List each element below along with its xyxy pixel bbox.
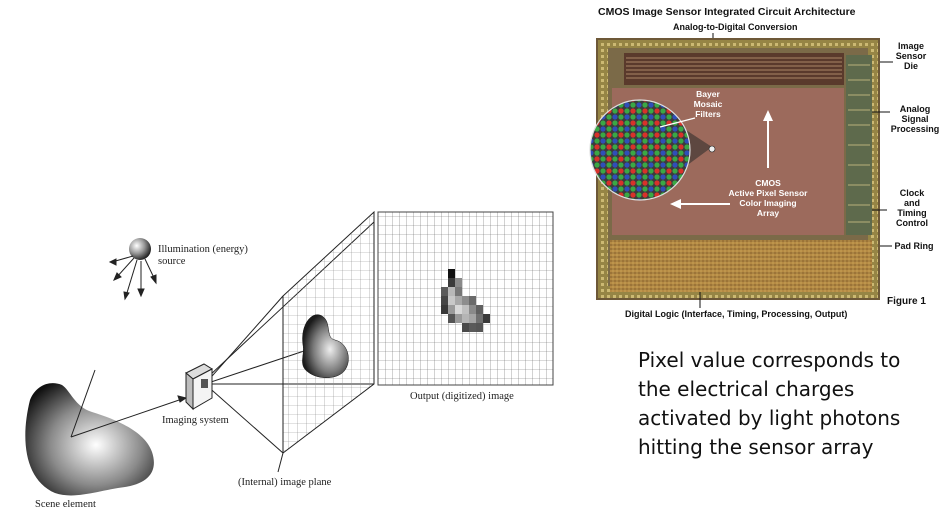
pad-ring-label: Pad Ring bbox=[894, 241, 933, 251]
imaging-system-label: Imaging system bbox=[162, 415, 229, 426]
caption-line-4: hitting the sensor array bbox=[638, 435, 874, 459]
image-plane bbox=[282, 210, 375, 455]
clock-label-line3: Timing bbox=[897, 208, 926, 218]
illumination-label-line2: source bbox=[158, 256, 186, 267]
bayer-label-line2: Mosaic bbox=[694, 99, 723, 109]
caption-text: Pixel value corresponds to the electrica… bbox=[638, 346, 938, 462]
analog-label-line2: Signal bbox=[901, 114, 928, 124]
clock-label-line2: and bbox=[904, 198, 920, 208]
die-label-line2: Sensor bbox=[896, 51, 927, 61]
digital-logic-block bbox=[610, 240, 872, 292]
caption-line-2: the electrical charges bbox=[638, 377, 855, 401]
cmos-label-line1: CMOS bbox=[755, 178, 781, 188]
illumination-label: Illumination (energy) bbox=[158, 244, 248, 255]
cmos-label-line2: Active Pixel Sensor bbox=[729, 188, 809, 198]
bayer-label-line3: Filters bbox=[695, 109, 721, 119]
imaging-system-icon bbox=[185, 363, 214, 411]
adc-label: Analog-to-Digital Conversion bbox=[673, 22, 798, 32]
cmos-label-line3: Color Imaging bbox=[739, 198, 796, 208]
scene-element-shape bbox=[25, 383, 154, 496]
scene-element-label: Scene element bbox=[35, 499, 96, 510]
image-plane-label: (Internal) image plane bbox=[238, 477, 332, 488]
output-image-grid bbox=[377, 211, 554, 386]
figure-label: Figure 1 bbox=[887, 296, 926, 307]
analog-label-line1: Analog bbox=[900, 104, 931, 114]
die-label-line1: Image bbox=[898, 41, 924, 51]
clock-label-line1: Clock bbox=[900, 188, 926, 198]
die-label-line3: Die bbox=[904, 61, 918, 71]
bayer-filter-magnifier bbox=[590, 100, 690, 200]
cmos-chip-figure: CMOS Image Sensor Integrated Circuit Arc… bbox=[589, 6, 940, 319]
caption-line-1: Pixel value corresponds to bbox=[638, 348, 901, 372]
digital-logic-label: Digital Logic (Interface, Timing, Proces… bbox=[625, 309, 847, 319]
output-image-label: Output (digitized) image bbox=[410, 391, 514, 402]
cmos-label-line4: Array bbox=[757, 208, 779, 218]
imaging-process-figure: Illumination (energy) source Scene eleme… bbox=[25, 210, 554, 510]
caption-line-3: activated by light photons bbox=[638, 406, 901, 430]
analog-label-line3: Processing bbox=[891, 124, 940, 134]
bayer-label-line1: Bayer bbox=[696, 89, 720, 99]
illumination-source-icon bbox=[108, 238, 157, 301]
chip-title: CMOS Image Sensor Integrated Circuit Arc… bbox=[598, 6, 856, 18]
clock-label-line4: Control bbox=[896, 218, 928, 228]
